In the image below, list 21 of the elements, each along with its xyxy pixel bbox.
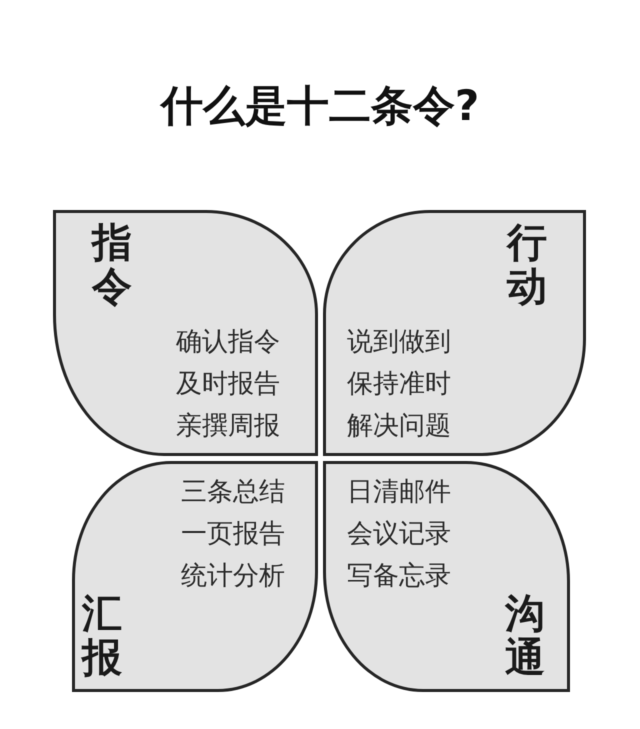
item-text: 写备忘录	[347, 560, 451, 593]
item-text: 统计分析	[181, 560, 285, 593]
leaf-shape	[72, 461, 318, 692]
petal-heading: 汇报	[81, 592, 123, 680]
item-text: 及时报告	[176, 368, 280, 401]
petal-heading: 指令	[91, 221, 133, 309]
leaf-shape	[323, 461, 570, 692]
item-text: 亲撰周报	[176, 410, 280, 443]
item-text: 保持准时	[347, 368, 451, 401]
petal-heading: 沟通	[504, 592, 546, 680]
item-text: 说到做到	[347, 326, 451, 359]
item-text: 日清邮件	[347, 476, 451, 509]
leaf-shape	[323, 210, 586, 456]
item-text: 三条总结	[181, 476, 285, 509]
item-text: 一页报告	[181, 518, 285, 551]
leaf-shape	[53, 210, 318, 456]
item-text: 会议记录	[347, 518, 451, 551]
item-text: 解决问题	[347, 410, 451, 443]
petal-heading: 行动	[506, 221, 548, 309]
title: 什么是十二条令?	[160, 80, 480, 132]
item-text: 确认指令	[176, 326, 280, 359]
